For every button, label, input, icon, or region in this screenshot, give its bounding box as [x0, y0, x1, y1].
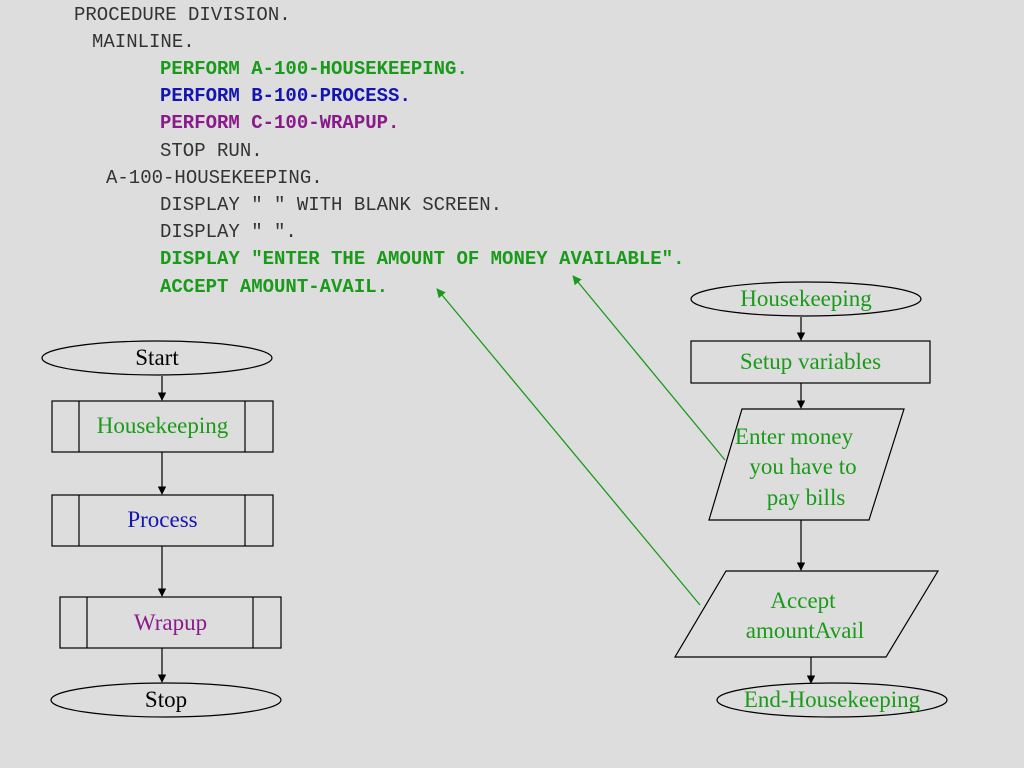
link-accept-to-accept	[436, 288, 701, 606]
stop-label: Stop	[144, 687, 188, 712]
code-mainline: MAINLINE.	[92, 31, 195, 53]
enter-money-label-line1: Enter money	[734, 424, 854, 449]
start-terminator	[41, 340, 273, 376]
wrapup-label: Wrapup	[133, 610, 208, 635]
end-housekeeping-label: End-Housekeeping	[743, 687, 921, 712]
enter-money-io	[708, 408, 905, 521]
wrapup-predefined-process	[59, 596, 282, 649]
code-perform-process: PERFORM B-100-PROCESS.	[160, 85, 411, 107]
enter-money-label-line2: you have to	[749, 454, 857, 479]
accept-amount-io	[673, 570, 940, 658]
housekeeping-terminator	[690, 281, 922, 317]
process-predefined-process	[51, 494, 274, 547]
process-label: Process	[127, 507, 198, 532]
code-perform-wrapup: PERFORM C-100-WRAPUP.	[160, 112, 400, 134]
code-display-blank-screen: DISPLAY " " WITH BLANK SCREEN.	[160, 194, 503, 216]
code-procedure-division: PROCEDURE DIVISION.	[74, 4, 291, 26]
start-label: Start	[135, 345, 179, 370]
code-accept-amount: ACCEPT AMOUNT-AVAIL.	[160, 276, 389, 298]
code-display-enter-amount: DISPLAY "ENTER THE AMOUNT OF MONEY AVAIL…	[160, 248, 685, 270]
setup-variables-process	[690, 340, 931, 384]
link-enter-to-display	[572, 275, 726, 461]
code-housekeeping-paragraph: A-100-HOUSEKEEPING.	[106, 167, 323, 189]
accept-label-line1: Accept	[770, 588, 836, 613]
end-housekeeping-terminator	[716, 682, 948, 718]
housekeeping-label: Housekeeping	[96, 413, 229, 438]
housekeeping-predefined-process	[51, 400, 274, 453]
code-stop-run: STOP RUN.	[160, 140, 263, 162]
code-perform-housekeeping: PERFORM A-100-HOUSEKEEPING.	[160, 58, 468, 80]
enter-money-label-line3: pay bills	[766, 485, 846, 510]
right-housekeeping-label: Housekeeping	[740, 286, 872, 311]
accept-label-line2: amountAvail	[745, 618, 865, 643]
stop-terminator	[50, 682, 282, 718]
setup-variables-label: Setup variables	[739, 349, 882, 374]
code-display-space: DISPLAY " ".	[160, 221, 297, 243]
